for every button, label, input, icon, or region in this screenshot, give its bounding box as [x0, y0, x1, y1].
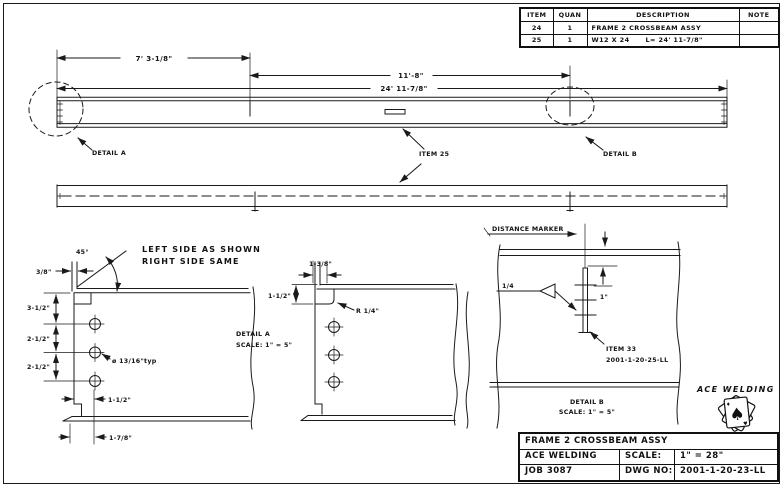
weld-size-text: 1/4: [502, 283, 514, 290]
weld-symbol: 1/4: [496, 283, 577, 311]
detail-b-caption: DETAIL B: [570, 399, 604, 406]
dim-1-1-2: 1-1/2": [108, 397, 131, 404]
note-cell: [738, 33, 780, 48]
svg-text:♦: ♦: [726, 402, 731, 408]
detail-b-scale: SCALE: 1" = 5": [559, 409, 615, 416]
dim-left-segment: 7' 3-1/8": [56, 55, 251, 63]
side-notes: LEFT SIDE AS SHOWN RIGHT SIDE SAME: [142, 245, 261, 266]
break-line: [453, 283, 459, 426]
end-plate-edge: [71, 261, 78, 292]
dim-1-7-8: 1-7/8": [109, 435, 132, 442]
plan-weld-tick-left: [251, 191, 259, 212]
table-row: 25 1 W12 X 24 L= 24' 11-7/8": [519, 33, 780, 48]
detail-b-label: DETAIL B: [603, 151, 637, 158]
angle-arc: [105, 256, 122, 292]
distance-marker-callout: DISTANCE MARKER: [483, 223, 586, 268]
parts-table-header: ITEM QUAN DESCRIPTION NOTE: [519, 7, 780, 22]
title-block: FRAME 2 CROSSBEAM ASSY ACE WELDING SCALE…: [518, 432, 779, 482]
bolt-holes: [324, 317, 344, 392]
dwg-number: 2001-1-20-23-LL: [680, 466, 766, 476]
description-cell: W12 X 24 L= 24' 11-7/8": [586, 33, 740, 48]
bottom-flange: [300, 414, 456, 422]
col-item: ITEM: [519, 7, 554, 22]
dim-mid-segment: 11'-8": [249, 72, 571, 80]
logo-text: ACE WELDING: [696, 385, 775, 394]
hole-diameter-callout: ø 13/16"typ: [112, 358, 157, 365]
dim-2-1-2-b: 2-1/2": [27, 364, 50, 371]
playing-cards-logo: ♦ ♥ ♠ ♦ ♥: [717, 395, 756, 432]
dim-1-3-8: 1-3/8": [309, 261, 332, 268]
cope-notch-radius: [314, 289, 335, 305]
detail-b-view: 1" 1/4 ITEM 33 2001-1-20-25-LL DETAIL B …: [465, 231, 681, 429]
description-cell: FRAME 2 CROSSBEAM ASSY: [586, 20, 740, 35]
scale-label: SCALE:: [620, 450, 675, 464]
dim-3-1-2: 3-1/2": [27, 305, 50, 312]
detail-a-corner-view: 1-3/8" 1-1/2" R 1/4": [268, 260, 459, 426]
item-cell: 24: [519, 20, 554, 35]
item-25-label: ITEM 25: [419, 151, 449, 158]
dwg-label: DWG NO:: [620, 465, 675, 480]
detail-a-caption: DETAIL A SCALE: 1" = 5": [236, 331, 292, 349]
detail-a-label: DETAIL A: [92, 150, 126, 157]
end-bolt-marks-left: [57, 101, 63, 125]
dim-left-text: 7' 3-1/8": [136, 55, 173, 63]
scale-value: 1" = 28": [680, 451, 724, 461]
job-number: JOB 3087: [520, 465, 620, 480]
company-logo: ACE WELDING ♦ ♥ ♠ ♦ ♥: [696, 385, 775, 432]
col-quan: QUAN: [552, 7, 588, 22]
cope-notch: [73, 292, 92, 305]
graduation-dim-text: 1": [600, 294, 608, 301]
quan-cell: 1: [552, 20, 588, 35]
item-cell: 25: [519, 33, 554, 48]
quan-cell: 1: [552, 33, 588, 48]
bottom-flange: [489, 382, 680, 388]
spade-icon: ♠: [729, 404, 746, 425]
drawing-title: FRAME 2 CROSSBEAM ASSY: [520, 434, 777, 450]
company-name: ACE WELDING: [520, 450, 620, 464]
col-note: NOTE: [738, 7, 780, 22]
detail-a-circle: [28, 81, 84, 137]
graduation-ticks: [574, 284, 597, 316]
detail-a-scale-text: SCALE: 1" = 5": [236, 342, 292, 349]
sheet-border: [3, 3, 780, 484]
detail-a-caption-text: DETAIL A: [236, 331, 270, 338]
note-line-1: LEFT SIDE AS SHOWN: [142, 245, 261, 254]
table-row: 24 1 FRAME 2 CROSSBEAM ASSY: [519, 20, 780, 35]
dim-mid-text: 11'-8": [398, 72, 424, 80]
break-line: [676, 241, 681, 425]
break-line: [496, 244, 501, 429]
dim-overall-text: 24' 11-7/8": [380, 85, 427, 93]
radius-callout: R 1/4": [356, 308, 379, 315]
beam-elevation-view: 7' 3-1/8" 11'-8" 24' 11-7/8" DETAIL A IT…: [28, 49, 728, 183]
plan-weld-tick-right: [566, 191, 574, 212]
dim-2-1-2-a: 2-1/2": [27, 336, 50, 343]
parts-table: ITEM QUAN DESCRIPTION NOTE 24 1 FRAME 2 …: [519, 7, 780, 48]
plate-edge: [73, 292, 82, 417]
note-cell: [738, 20, 780, 35]
distance-marker-on-beam: [384, 109, 406, 115]
bottom-flange: [62, 415, 251, 422]
note-line-2: RIGHT SIDE SAME: [142, 257, 240, 266]
end-bolt-marks-right: [721, 101, 727, 125]
top-flange: [499, 249, 681, 256]
plate-edge: [314, 288, 323, 415]
detail-a-view: 3/8" 45° 3-1/2" 2-1/2" 2-1/2" ø 13/16"ty…: [27, 248, 256, 445]
item-33-code: 2001-1-20-25-LL: [606, 357, 668, 364]
break-line: [250, 286, 256, 430]
dim-overall: 24' 11-7/8": [56, 85, 728, 93]
item-33-label: ITEM 33: [606, 346, 636, 353]
col-description: DESCRIPTION: [586, 7, 740, 22]
svg-text:♥: ♥: [743, 421, 749, 427]
distance-marker-label: DISTANCE MARKER: [492, 226, 564, 233]
angle-text: 45°: [76, 248, 89, 256]
beam-plan-view: [56, 184, 728, 212]
plate-thickness-text: 3/8": [36, 269, 52, 276]
dim-1-1-2-corner: 1-1/2": [268, 293, 291, 300]
bevel-line: [76, 250, 127, 288]
bolt-holes: [43, 314, 105, 391]
break-line: [465, 291, 470, 429]
